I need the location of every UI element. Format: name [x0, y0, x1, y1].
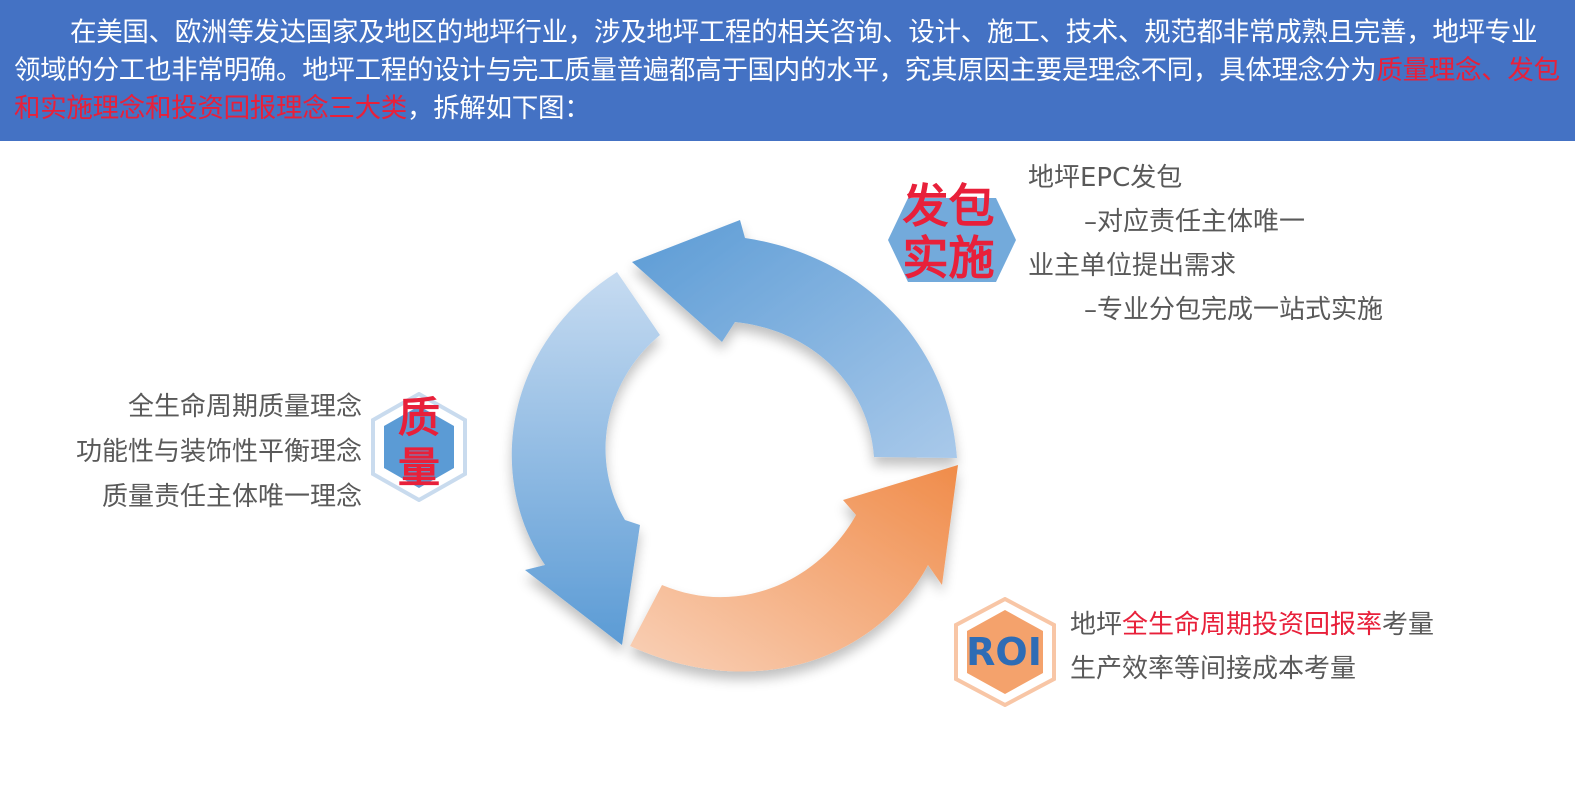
roi-concept-list: 地坪全生命周期投资回报率考量 生产效率等间接成本考量 [1070, 603, 1434, 691]
quality-badge-label: 质 量 [378, 393, 460, 493]
roi-item-1-suffix: 考量 [1382, 610, 1435, 640]
quality-badge-line2: 量 [397, 443, 440, 492]
quality-item-3: 质量责任主体唯一理念 [101, 482, 362, 512]
roi-item-1-highlight: 全生命周期投资回报率 [1122, 610, 1383, 640]
roi-badge-label: ROI [966, 630, 1042, 674]
contracting-badge-line2: 实施 [902, 231, 995, 285]
intro-tail: ，拆解如下图： [407, 93, 591, 124]
contracting-concept-list: 地坪EPC发包 –对应责任主体唯一 业主单位提出需求 –专业分包完成一站式实施 [1028, 156, 1383, 332]
contracting-item-1-sub: –对应责任主体唯一 [1084, 207, 1306, 237]
cycle-diagram [511, 220, 958, 672]
contracting-hexagon-badge [888, 198, 1016, 282]
contracting-item-2-sub: –专业分包完成一站式实施 [1084, 295, 1384, 325]
contracting-badge-label: 发包 实施 [886, 180, 1011, 284]
quality-item-2: 功能性与装饰性平衡理念 [75, 437, 362, 467]
quality-badge-line1: 质 [397, 393, 440, 442]
roi-item-1: 地坪全生命周期投资回报率考量 [1070, 603, 1434, 647]
contracting-item-2: 业主单位提出需求 [1028, 251, 1237, 281]
quality-hexagon-badge [371, 392, 467, 502]
intro-banner: 在美国、欧洲等发达国家及地区的地坪行业，涉及地坪工程的相关咨询、设计、施工、技术… [0, 0, 1575, 141]
intro-lead: 在美国、欧洲等发达国家及地区的地坪行业，涉及地坪工程的相关咨询、设计、施工、技术… [14, 17, 1538, 86]
roi-item-2: 生产效率等间接成本考量 [1070, 654, 1357, 684]
arrow-bottom-orange [630, 465, 958, 672]
intro-highlight: 质量理念、发包和实施理念和投资回报理念三大类 [14, 55, 1560, 124]
quality-concept-list: 全生命周期质量理念 功能性与装饰性平衡理念 质量责任主体唯一理念 [76, 385, 362, 520]
roi-hexagon-badge [954, 597, 1056, 707]
arrow-top-blue [632, 220, 957, 458]
quality-item-1: 全生命周期质量理念 [127, 392, 362, 422]
roi-item-1-prefix: 地坪 [1070, 610, 1123, 640]
contracting-badge-line1: 发包 [902, 179, 995, 233]
contracting-item-1: 地坪EPC发包 [1028, 163, 1183, 193]
arrow-left-blue [511, 272, 660, 645]
